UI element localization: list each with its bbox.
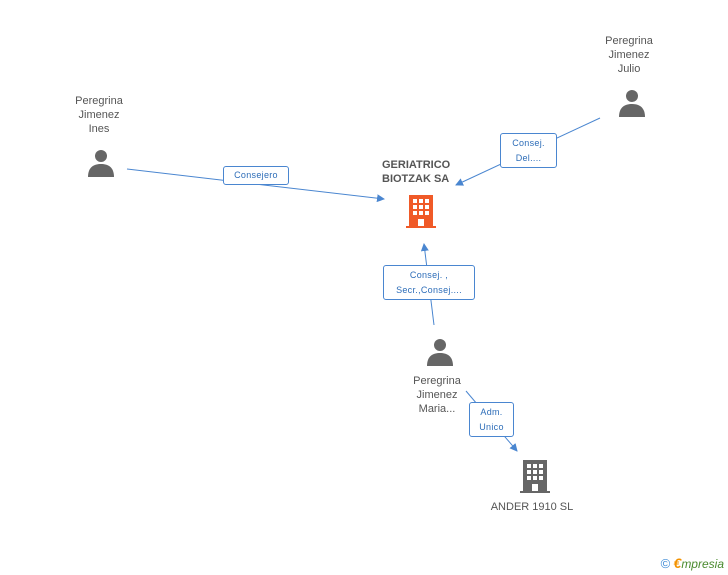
person-icon[interactable] bbox=[86, 148, 116, 178]
relation-label-ines-main[interactable]: Consejero bbox=[223, 166, 289, 185]
relation-line: Consej. bbox=[512, 138, 545, 148]
person-name-line: Maria... bbox=[418, 403, 456, 415]
relation-line: Secr.,Consej.... bbox=[396, 285, 462, 295]
company-label-ander[interactable]: ANDER 1910 SL bbox=[480, 500, 584, 514]
person-icon[interactable] bbox=[617, 88, 647, 118]
person-label-maria[interactable]: Peregrina Jimenez Maria... bbox=[398, 374, 476, 416]
brand-footer[interactable]: © €mpresia bbox=[661, 555, 724, 571]
person-name-line: Peregrina bbox=[413, 375, 461, 387]
person-name-line: Peregrina bbox=[605, 35, 653, 47]
relation-line: Del.... bbox=[515, 153, 542, 163]
relation-line: Adm. bbox=[480, 407, 503, 417]
person-name-line: Jimenez bbox=[608, 49, 650, 61]
building-icon[interactable] bbox=[405, 193, 437, 229]
brand-name: mpresia bbox=[681, 557, 724, 571]
person-name-line: Jimenez bbox=[78, 109, 120, 121]
relation-line: Consejero bbox=[234, 170, 278, 180]
person-name-line: Peregrina bbox=[75, 95, 123, 107]
person-label-julio[interactable]: Peregrina Jimenez Julio bbox=[590, 34, 668, 76]
relation-label-maria-main[interactable]: Consej. , Secr.,Consej.... bbox=[383, 265, 475, 300]
person-icon[interactable] bbox=[425, 337, 455, 367]
relation-label-julio-main[interactable]: Consej. Del.... bbox=[500, 133, 557, 168]
building-icon[interactable] bbox=[519, 458, 551, 494]
company-label-main[interactable]: GERIATRICO BIOTZAK SA bbox=[382, 158, 450, 186]
person-label-ines[interactable]: Peregrina Jimenez Ines bbox=[60, 94, 138, 136]
person-name-line: Jimenez bbox=[416, 389, 458, 401]
relation-line: Consej. , bbox=[409, 270, 449, 280]
brand-logo-mark: € bbox=[673, 555, 682, 571]
company-name-line: ANDER 1910 SL bbox=[490, 501, 574, 513]
person-name-line: Ines bbox=[88, 123, 110, 135]
copyright-icon: © bbox=[660, 556, 671, 571]
relation-line: Unico bbox=[479, 422, 504, 432]
company-name-line: GERIATRICO bbox=[382, 159, 451, 171]
company-name-line: BIOTZAK SA bbox=[382, 173, 450, 185]
relation-label-maria-ander[interactable]: Adm. Unico bbox=[469, 402, 514, 437]
person-name-line: Julio bbox=[617, 63, 641, 75]
